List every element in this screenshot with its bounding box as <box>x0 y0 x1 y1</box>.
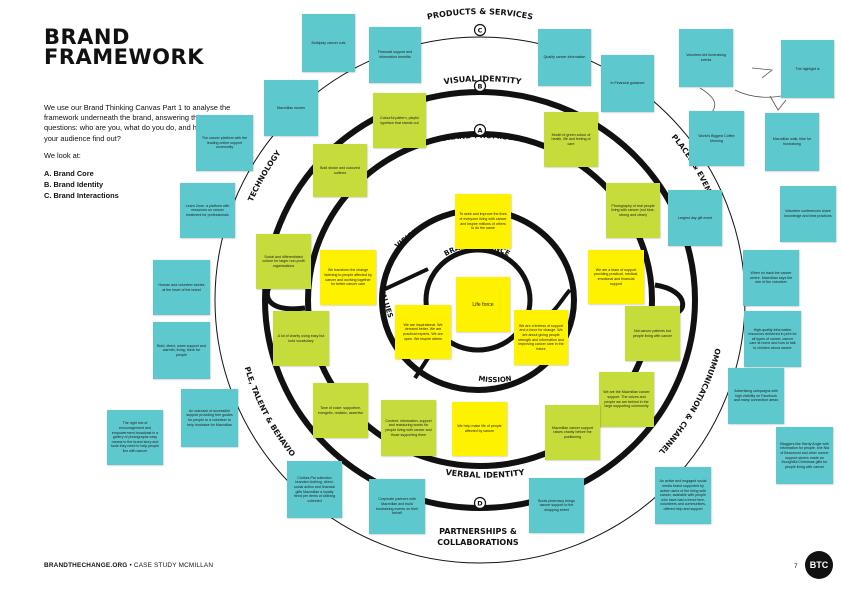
intro-list: A. Brand Core B. Brand Identity C. Brand… <box>44 168 234 201</box>
note-raises-charity: Macmillan cancer support raises charity … <box>545 405 600 460</box>
arrow-3 <box>751 67 774 79</box>
note-seek-improve: To seek and improve the lives of everyon… <box>455 194 511 249</box>
note-inspirational: We are inspirational. We demand better. … <box>395 305 451 359</box>
ring-label-partnerships-line2: COLLABORATIONS <box>437 538 519 547</box>
page-title: BRAND FRAMEWORK <box>44 25 204 69</box>
note-content-info: Content: information, support and reassu… <box>381 400 436 456</box>
ring-label-products-services: PRODUCTS & SERVICES <box>426 7 534 22</box>
footer: BRANDTHECHANGE.ORG • CASE STUDY MCMILLAN <box>44 562 213 569</box>
svg-text:BRAND PROMISES: BRAND PROMISES <box>441 131 519 143</box>
intro-item-brand-core: A. Brand Core <box>44 169 94 179</box>
note-clothes-pal: Clothes Pal collection branded clothing,… <box>287 461 342 518</box>
svg-text:C: C <box>478 27 483 35</box>
note-bold-stroke: Bold stroke and coloured outlines <box>313 144 367 197</box>
intro-text: We use our Brand Thinking Canvas Part 1 … <box>44 103 234 201</box>
title-line-2: FRAMEWORK <box>44 45 204 69</box>
intro-item-brand-identity: B. Brand Identity <box>44 180 104 190</box>
note-encouragement: The right mix of encouragement and empow… <box>107 410 163 465</box>
note-cancer-platform: The cancer platform with the leading onl… <box>196 115 253 171</box>
footer-brand-link[interactable]: BRANDTHECHANGE.ORG <box>44 562 128 569</box>
note-social-media: An active and engaged social media brand… <box>655 467 711 524</box>
note-high-quality-info: High-quality information resources deliv… <box>744 311 801 367</box>
note-cancer-support-voices: We are the Macmillan cancer support. The… <box>599 372 654 427</box>
svg-text:A: A <box>477 127 482 135</box>
svg-text:MISSION: MISSION <box>478 375 512 385</box>
note-buildplay: Buildplay cancer cuts <box>302 14 355 72</box>
note-walk-bike: Macmillan walk, bike for fundraising <box>765 113 819 171</box>
ring-label-partnerships-line1: PARTNERSHIPS & <box>439 527 517 536</box>
ring-label-brand-promises: BRAND PROMISES <box>441 131 519 143</box>
note-volunteer-conferences: Volunteer conferences share knowledge an… <box>780 186 836 242</box>
note-volunteer-fundraising: Volunteer-led fundraising events <box>679 29 733 87</box>
ring-marker-b: B <box>473 79 487 93</box>
ring-label-vision: VISION <box>393 227 420 250</box>
ring-label-visual-identity: VISUAL IDENTITY <box>443 74 522 86</box>
intro-paragraph: We use our Brand Thinking Canvas Part 1 … <box>44 103 231 143</box>
ring-marker-d: D <box>473 496 487 510</box>
ring-label-verbal-identity: VERBAL IDENTITY <box>445 468 525 480</box>
svg-text:PEOPLE, TALENT & BEHAVIOUR: PEOPLE, TALENT & BEHAVIOUR <box>0 0 297 458</box>
svg-text:VERBAL IDENTITY: VERBAL IDENTITY <box>445 468 525 480</box>
intro-we-look-at: We look at: <box>44 150 81 160</box>
ring-label-people-talent: PEOPLE, TALENT & BEHAVIOUR <box>0 0 297 458</box>
note-life-force: Life force <box>456 277 510 332</box>
note-bloggers: Bloggers like Hardy Angle with informati… <box>776 427 833 484</box>
intro-item-brand-interactions: C. Brand Interactions <box>44 191 119 201</box>
note-financial-support: Financial support and information benefi… <box>369 27 421 83</box>
note-corporate-partners: Corporate partners with Macmillan and bu… <box>369 479 425 534</box>
ring-marker-c: C <box>473 23 487 37</box>
ring-label-mission: MISSION <box>478 375 512 385</box>
arrow-4 <box>769 95 787 111</box>
ring-marker-a: A <box>473 123 487 137</box>
loop-left <box>264 283 306 312</box>
note-help-make-life: We help make life of people affected by … <box>452 402 507 456</box>
note-photography: Photography of real people living with c… <box>606 183 660 238</box>
note-social-culture: Social and differentiated culture for la… <box>256 234 311 289</box>
title-line-1: BRAND <box>44 25 130 49</box>
note-tireless-support: We are a tireless of support and a force… <box>514 310 568 365</box>
svg-text:B: B <box>478 83 483 91</box>
note-human-stories: Human and volunteer stories at the heart… <box>153 260 210 315</box>
svg-text:PRODUCTS & SERVICES: PRODUCTS & SERVICES <box>426 7 534 22</box>
note-colourful-pattern: Colourful pattern, playful typeface that… <box>373 93 426 148</box>
note-model-green: Model of green colour of health, life an… <box>544 112 598 167</box>
note-team-support: We are a team of support providing pract… <box>588 250 644 304</box>
ring-essence-center <box>423 247 533 353</box>
note-learn-zone: Learn Zone: a platform with resources on… <box>180 183 235 238</box>
note-bold-direct: Bold, direct, warm support and warmth, l… <box>153 322 210 379</box>
note-transform-change: We transform the change listening to peo… <box>320 250 376 305</box>
note-not-patients: Not cancer patients but people living wi… <box>625 306 680 361</box>
note-quality-info: Quality cancer information <box>538 29 591 86</box>
note-boots-pharmacy: Boots pharmacy brings cancer support to … <box>529 478 584 533</box>
footer-case-study: CASE STUDY MCMILLAN <box>133 562 214 569</box>
note-easy-vocabulary: A lot of charity using easy but bold voc… <box>273 311 329 366</box>
note-financial-guidance: In Financial guidance <box>601 55 654 112</box>
note-advertising: Advertising campaigns with high visibili… <box>728 368 784 424</box>
note-outreach: An outreach of accessible support provid… <box>181 389 238 447</box>
note-highlight: The highlight is <box>781 40 834 98</box>
svg-text:VISUAL IDENTITY: VISUAL IDENTITY <box>443 74 522 86</box>
note-coffee-morning: World's Biggest Coffee Morning <box>689 111 744 166</box>
divider-vision-values <box>382 267 429 292</box>
note-cancer-centre: When on track the cancer centre. Macmill… <box>743 250 799 306</box>
btc-logo: BTC <box>805 551 833 579</box>
note-macmillan-nurses: Macmillan nurses <box>264 80 318 136</box>
arrow-1 <box>699 87 716 113</box>
footer-separator: • <box>127 562 134 569</box>
note-largest-day-gift: Largest day gift event <box>668 190 722 246</box>
svg-text:D: D <box>477 500 483 508</box>
page-number: 7 <box>794 563 798 570</box>
note-tone-of-voice: Tone of voice: supportive, energetic, re… <box>313 383 368 438</box>
